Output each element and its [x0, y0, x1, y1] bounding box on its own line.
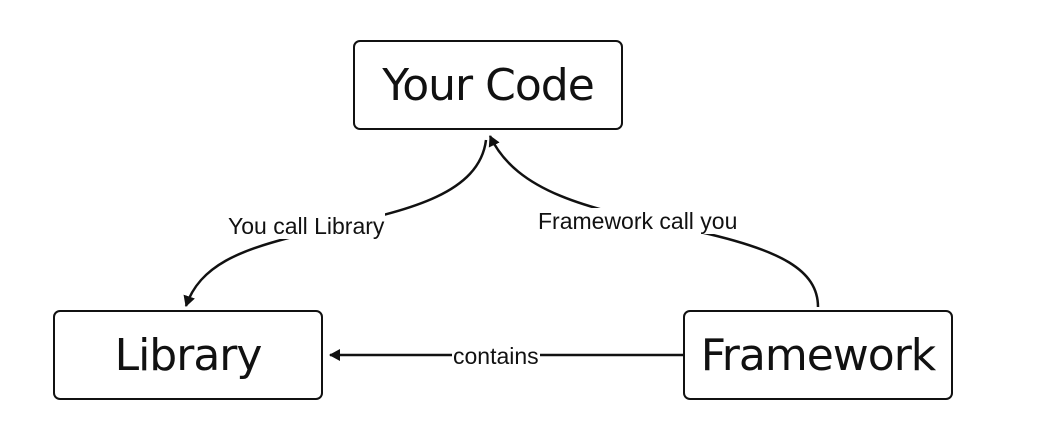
node-your-code: Your Code [353, 40, 623, 130]
node-library: Library [53, 310, 323, 400]
node-framework-label: Framework [700, 329, 937, 381]
edge-label-framework-call-you: Framework call you [537, 208, 739, 234]
node-your-code-label: Your Code [382, 59, 595, 111]
edge-label-contains: contains [452, 343, 540, 369]
edge-label-you-call-library: You call Library [227, 213, 386, 239]
node-framework: Framework [683, 310, 953, 400]
node-library-label: Library [114, 329, 263, 381]
